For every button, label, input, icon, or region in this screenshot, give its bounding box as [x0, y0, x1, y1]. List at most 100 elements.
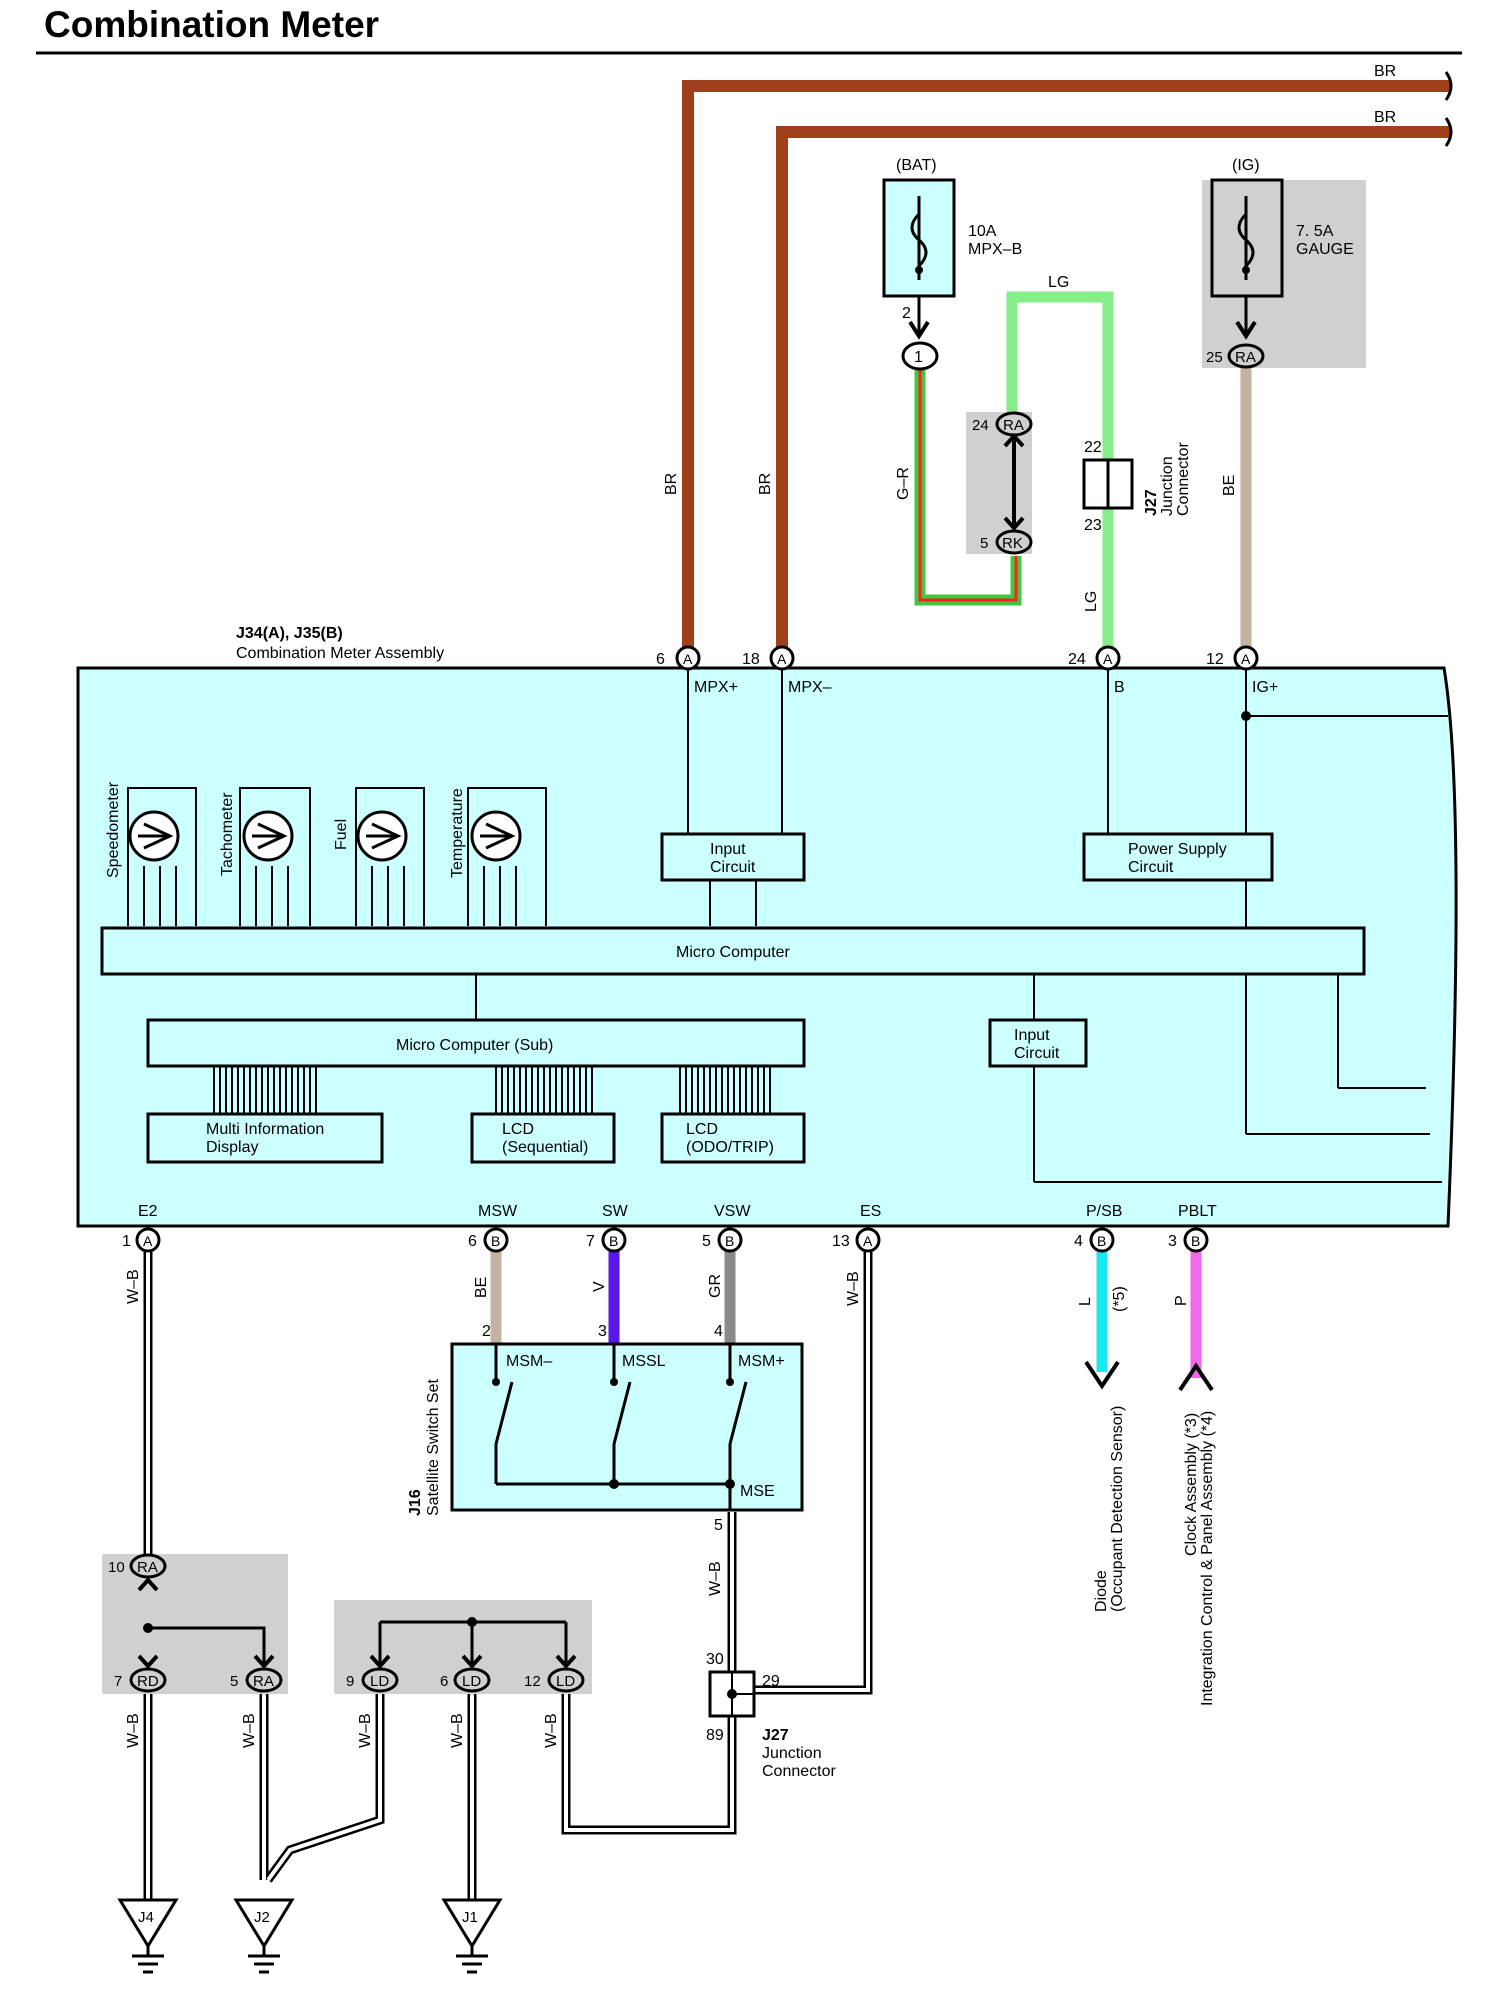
svg-text:MSM–: MSM– [506, 1353, 552, 1370]
br-label-left: BR [663, 473, 680, 495]
svg-text:18: 18 [742, 651, 760, 668]
gauge-fuel: Fuel [333, 819, 350, 850]
terminal-es: ES [860, 1203, 881, 1220]
svg-text:4: 4 [1074, 1233, 1083, 1250]
svg-text:Circuit: Circuit [1014, 1045, 1060, 1062]
connector-rd7 [129, 1667, 167, 1693]
connector-ra5 [245, 1667, 283, 1693]
ground-icon [441, 1898, 503, 1949]
terminal-mpx-plus: MPX+ [694, 679, 738, 696]
connector-b3 [1183, 1227, 1209, 1253]
svg-text:A: A [863, 1233, 873, 1249]
svg-text:A: A [777, 651, 787, 667]
terminal-sw: SW [602, 1203, 629, 1220]
svg-text:RA: RA [1003, 417, 1024, 434]
svg-text:Junction: Junction [1159, 456, 1176, 516]
svg-text:(ODO/TRIP): (ODO/TRIP) [686, 1139, 774, 1156]
svg-text:7: 7 [586, 1233, 595, 1250]
assembly-id: J34(A), J35(B) [236, 625, 343, 642]
micro-computer [100, 926, 1366, 976]
ground-icon [117, 1898, 179, 1949]
ground-j2: J2 [233, 1898, 295, 1974]
svg-text:J16: J16 [407, 1489, 424, 1516]
svg-text:BE: BE [473, 1277, 490, 1298]
gauge-speedometer: Speedometer [105, 781, 122, 878]
terminal-mpx-minus: MPX– [788, 679, 832, 696]
svg-text:30: 30 [706, 1651, 724, 1668]
svg-text:Circuit: Circuit [710, 859, 756, 876]
svg-text:7: 7 [114, 1673, 122, 1690]
lg-label-top: LG [1048, 274, 1069, 291]
svg-text:10: 10 [108, 1559, 125, 1576]
svg-text:23: 23 [1084, 517, 1102, 534]
fuse-bat-icon [910, 212, 928, 268]
svg-text:25: 25 [1206, 349, 1223, 366]
terminal-ig-plus: IG+ [1252, 679, 1278, 696]
svg-text:B: B [609, 1233, 618, 1249]
power-supply-circuit [1082, 832, 1274, 882]
svg-text:A: A [1241, 651, 1251, 667]
svg-text:9: 9 [346, 1673, 354, 1690]
svg-text:(Sequential): (Sequential) [502, 1139, 588, 1156]
svg-text:Display: Display [206, 1139, 258, 1156]
top-terminals: A 6 A 18 A 24 A 12 [656, 645, 1259, 671]
svg-text:V: V [591, 1281, 608, 1292]
svg-text:Power Supply: Power Supply [1128, 841, 1227, 858]
br-label-mid: BR [757, 473, 774, 495]
svg-text:W–B: W–B [357, 1713, 374, 1748]
svg-text:MSE: MSE [740, 1483, 775, 1500]
svg-text:LD: LD [556, 1673, 575, 1690]
svg-text:LD: LD [462, 1673, 481, 1690]
satellite-switch-set [450, 1342, 804, 1512]
bat-fuse-name: MPX–B [968, 241, 1022, 258]
svg-text:7. 5A: 7. 5A [1296, 223, 1334, 240]
input-circuit-1 [660, 832, 806, 882]
bottom-terminals: A 1 B 6 B 7 B 5 A 13 B 4 B 3 [122, 1227, 1209, 1253]
svg-text:J27: J27 [762, 1727, 789, 1744]
svg-text:B: B [1191, 1233, 1200, 1249]
svg-text:RA: RA [137, 1559, 158, 1576]
svg-text:A: A [1103, 651, 1113, 667]
bat-rating: 10A [968, 223, 997, 240]
svg-text:22: 22 [1084, 439, 1102, 456]
data-buses [213, 1066, 771, 1114]
svg-text:Micro Computer: Micro Computer [676, 944, 790, 961]
connector-1 [901, 341, 939, 371]
dest-diode-sub: (Occupant Detection Sensor) [1109, 1406, 1126, 1612]
svg-text:1: 1 [122, 1233, 131, 1250]
br-label-top2: BR [1374, 109, 1396, 126]
svg-text:5: 5 [980, 535, 988, 552]
connector-ra25 [1227, 343, 1265, 369]
be-label-top: BE [1221, 475, 1238, 496]
svg-text:B: B [491, 1233, 500, 1249]
page-title: Combination Meter [44, 4, 380, 45]
svg-text:W–B: W–B [543, 1713, 560, 1748]
wire-br-mpx-plus [682, 80, 1450, 658]
svg-text:GR: GR [707, 1274, 724, 1298]
br-label-top: BR [1374, 63, 1396, 80]
multi-information-display [146, 1112, 384, 1164]
svg-text:W–B: W–B [449, 1713, 466, 1748]
svg-text:RA: RA [1235, 349, 1256, 366]
svg-text:L: L [1077, 1297, 1094, 1306]
svg-text:J4: J4 [138, 1909, 154, 1926]
ground-j4: J4 [117, 1898, 179, 1974]
lg-label-right: LG [1083, 591, 1100, 612]
svg-text:J1: J1 [462, 1909, 478, 1926]
arrow-down-icon [908, 320, 930, 340]
svg-text:LCD: LCD [686, 1121, 718, 1138]
svg-text:LD: LD [370, 1673, 389, 1690]
svg-text:13: 13 [832, 1233, 850, 1250]
svg-text:5: 5 [230, 1673, 238, 1690]
svg-text:6: 6 [468, 1233, 477, 1250]
svg-text:Input: Input [1014, 1027, 1050, 1044]
svg-text:A: A [143, 1233, 153, 1249]
svg-text:(*5): (*5) [1111, 1286, 1128, 1312]
svg-text:MSSL: MSSL [622, 1353, 666, 1370]
br-wires [682, 80, 1450, 658]
arrow-down-diode-icon [1084, 1360, 1120, 1390]
svg-text:Satellite Switch Set: Satellite Switch Set [425, 1378, 442, 1516]
terminal-vsw: VSW [714, 1203, 751, 1220]
svg-text:W–B: W–B [125, 1713, 142, 1748]
ground-j1: J1 [441, 1898, 503, 1974]
